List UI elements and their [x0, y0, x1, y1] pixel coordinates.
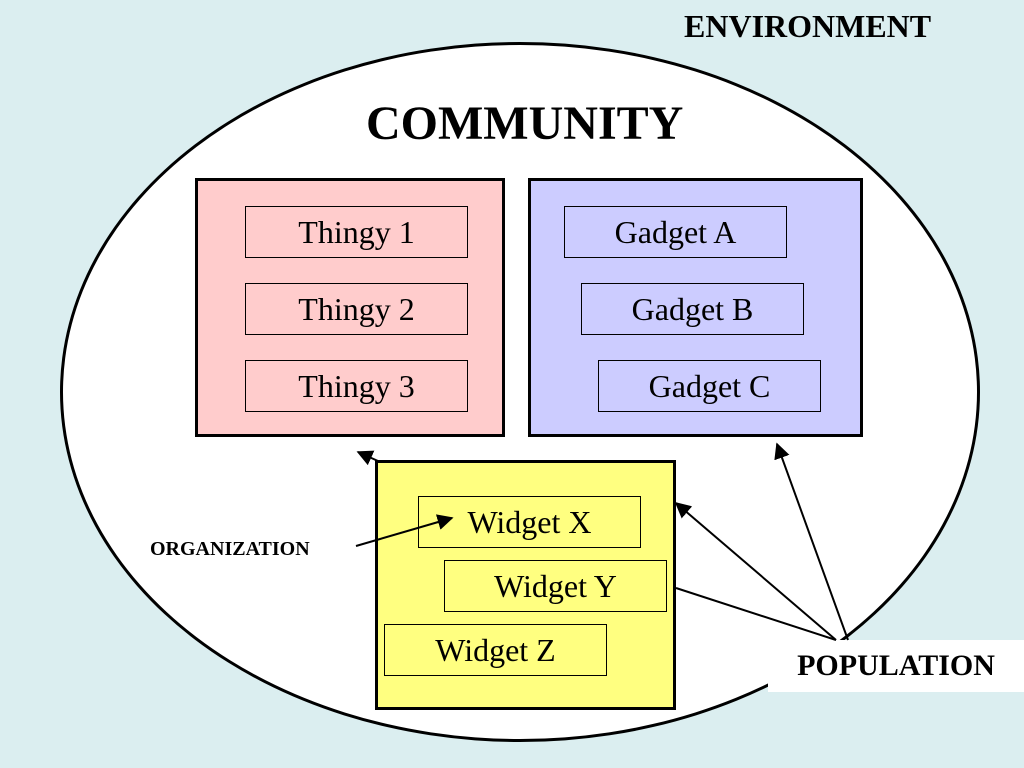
- thingy-1-box: Thingy 1: [245, 206, 468, 258]
- thingy-3-box: Thingy 3: [245, 360, 468, 412]
- gadget-a-box: Gadget A: [564, 206, 787, 258]
- widget-group: Widget X Widget Y Widget Z: [375, 460, 676, 710]
- widget-y-box: Widget Y: [444, 560, 667, 612]
- organization-label: ORGANIZATION: [150, 538, 310, 560]
- environment-label: ENVIRONMENT: [684, 8, 932, 44]
- gadget-c-box: Gadget C: [598, 360, 821, 412]
- widget-z-box: Widget Z: [384, 624, 607, 676]
- population-label: POPULATION: [797, 649, 995, 682]
- gadget-group: Gadget A Gadget B Gadget C: [528, 178, 863, 437]
- population-box: POPULATION: [768, 640, 1024, 692]
- widget-x-box: Widget X: [418, 496, 641, 548]
- thingy-group: Thingy 1 Thingy 2 Thingy 3: [195, 178, 505, 437]
- gadget-b-box: Gadget B: [581, 283, 804, 335]
- community-label: COMMUNITY: [366, 97, 684, 150]
- thingy-2-box: Thingy 2: [245, 283, 468, 335]
